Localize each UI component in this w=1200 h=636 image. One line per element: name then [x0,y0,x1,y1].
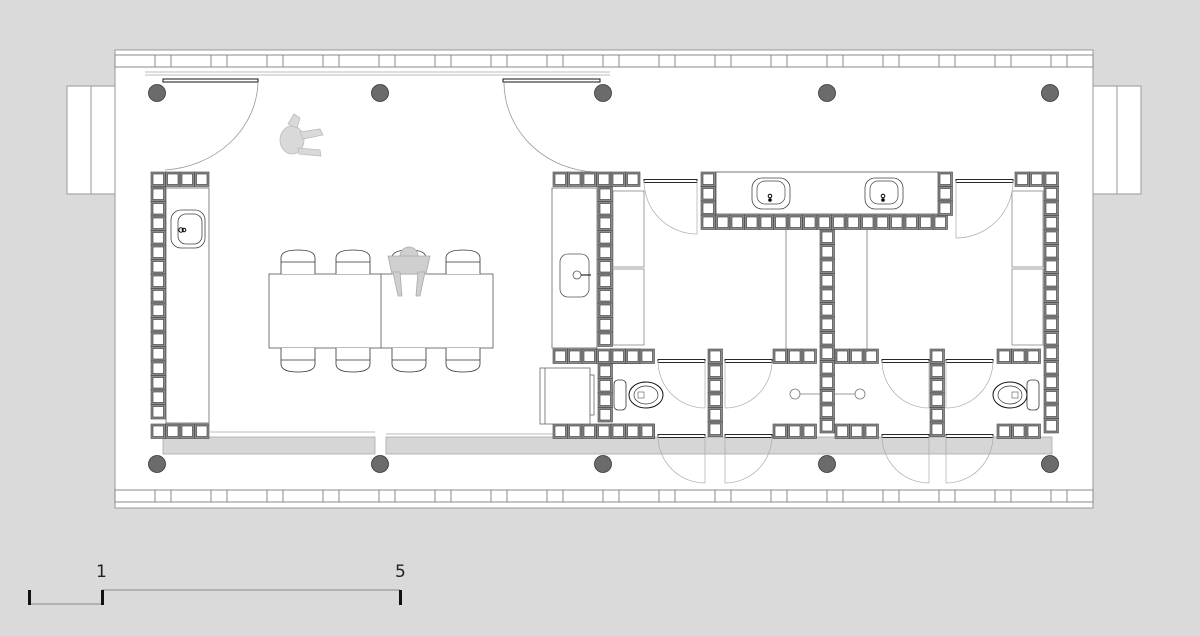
toilet-left [613,379,664,411]
top-glazing [145,71,610,76]
column [371,455,389,473]
partition-lines [785,230,868,352]
column [1041,84,1059,102]
column [594,84,612,102]
top-louver-strip [114,54,1094,68]
bottom-walkway [162,431,1053,455]
block-walls [150,171,1059,439]
side-deck-left [66,85,116,195]
toilet-right [992,379,1040,411]
column [594,455,612,473]
utility-cabinets [612,190,645,346]
person-figure-standing [279,113,324,157]
column [818,455,836,473]
scale-tick-5 [399,590,402,605]
side-deck-right [1092,85,1142,195]
scale-tick-0 [28,590,31,605]
appliance-box [539,367,595,425]
wash-counter [165,187,210,424]
shower-left [789,388,822,400]
top-louver-ticks [154,55,1068,67]
top-sliding-doors [162,78,601,83]
column [371,84,389,102]
double-sink-vanity [715,171,939,215]
bottom-louver-ticks [154,490,1068,502]
door-swing-arc-right [503,81,596,173]
column [148,84,166,102]
column [148,455,166,473]
cubicle-doors [643,179,1014,484]
scale-label-5: 5 [395,562,406,582]
column [1041,455,1059,473]
changing-benches [1011,190,1044,346]
structural-columns [148,84,1059,473]
scale-tick-1 [101,590,104,605]
scale-label-1: 1 [96,562,107,582]
shower-right [834,388,866,400]
dining-table [268,273,494,349]
column [818,84,836,102]
door-swing-arc-left [164,81,259,171]
utility-sink-counter [551,187,598,349]
person-figure-seated [387,246,431,297]
bottom-louver-strip [114,489,1094,503]
